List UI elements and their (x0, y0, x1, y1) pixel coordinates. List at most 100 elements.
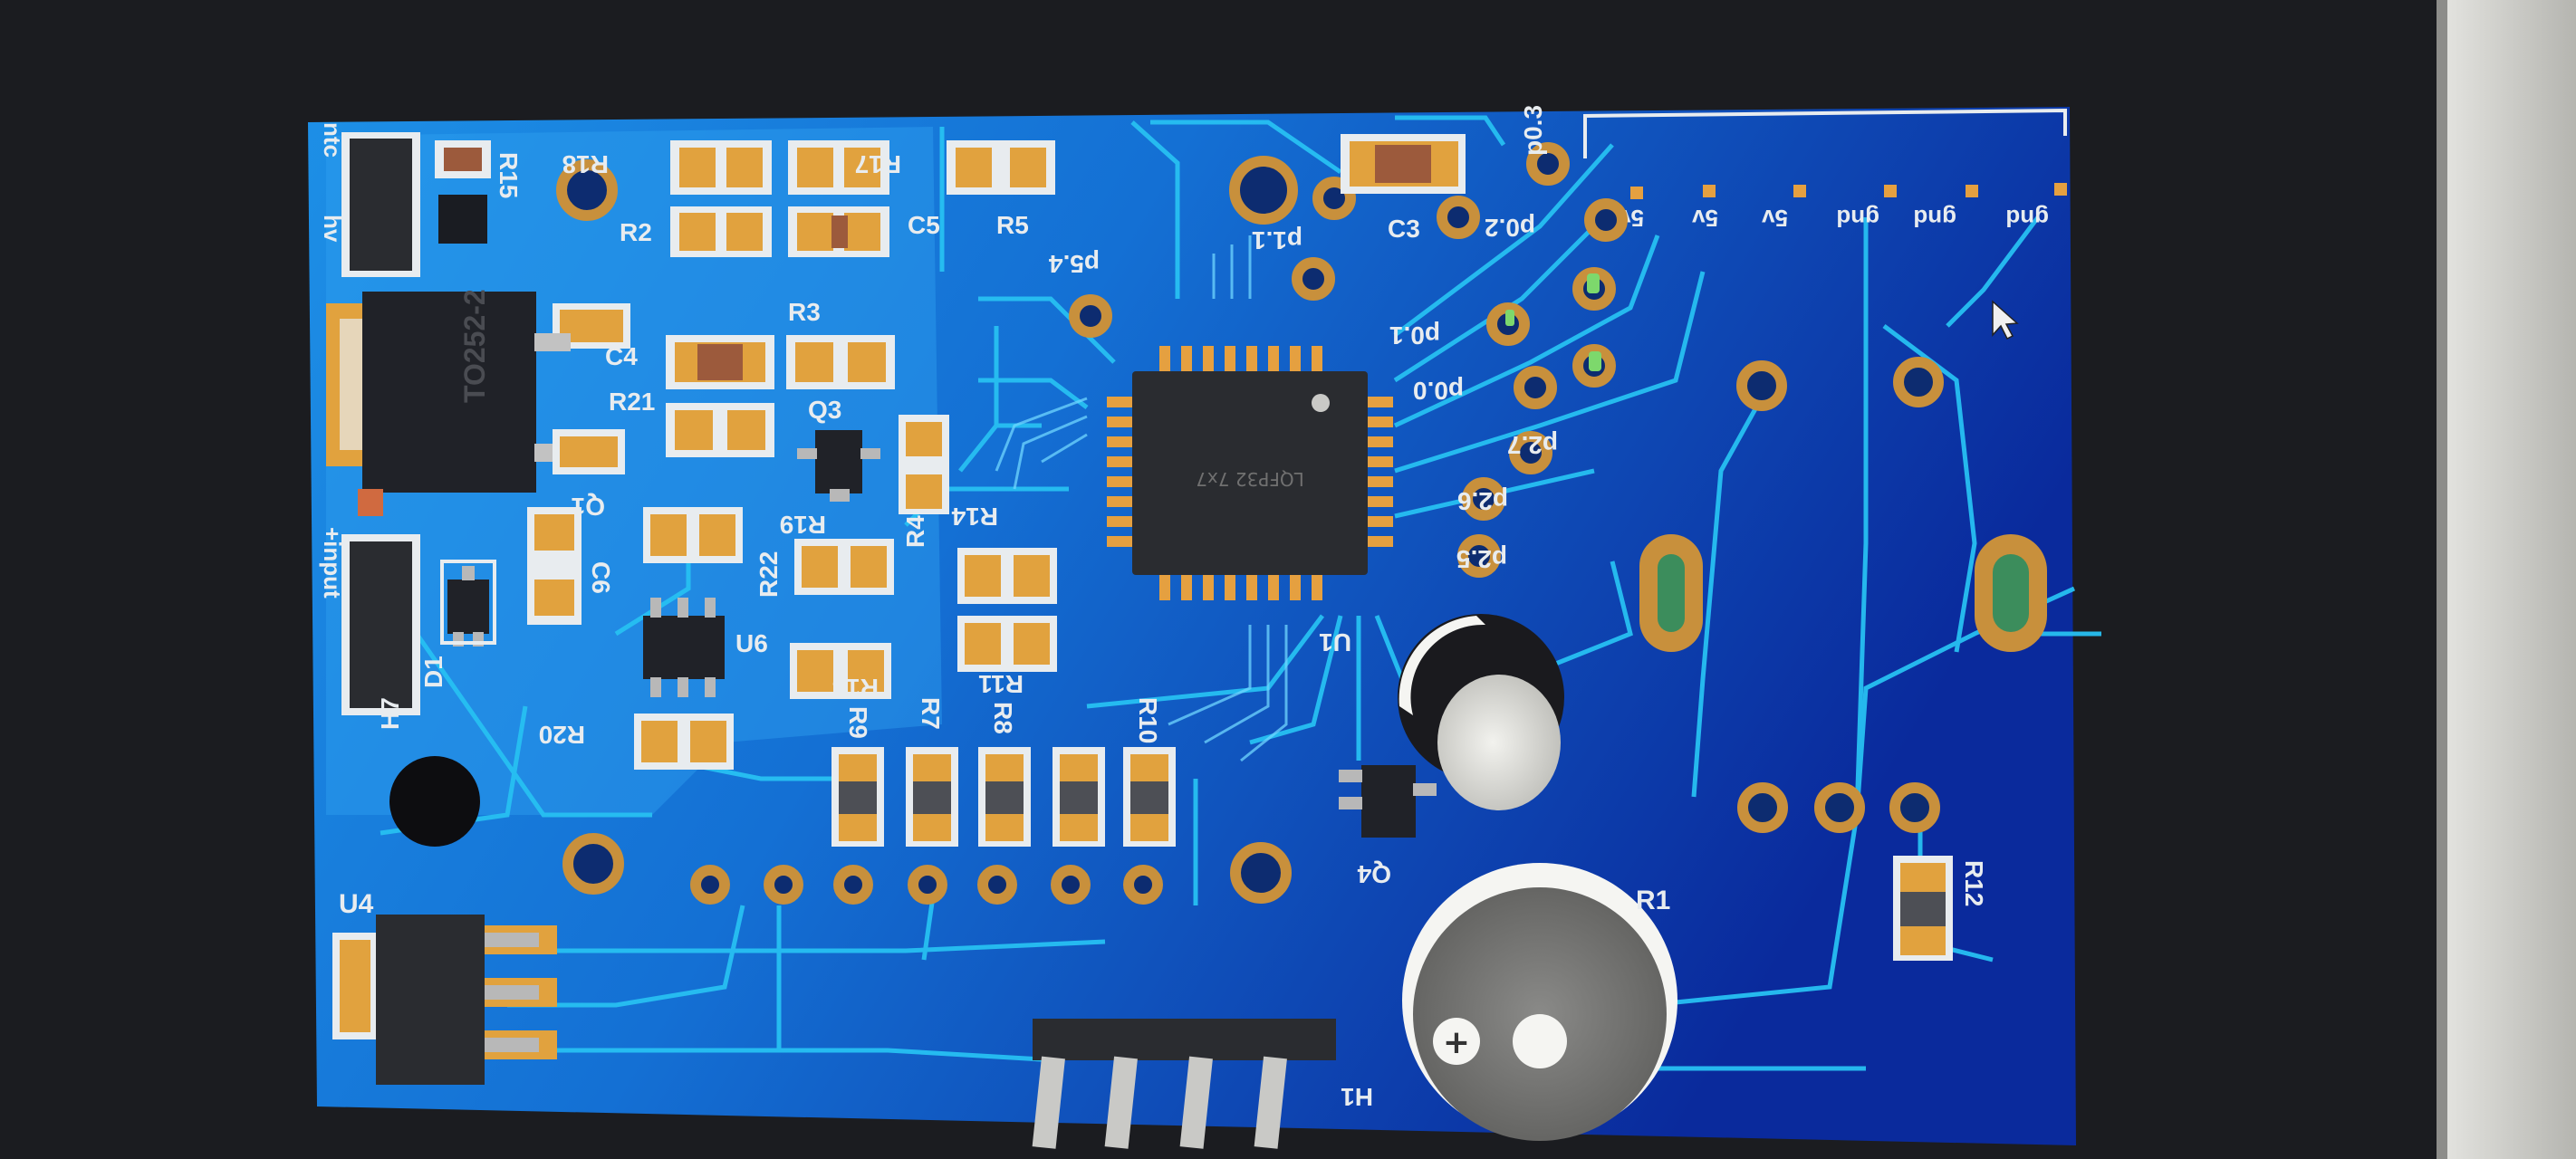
left-connectors (341, 132, 420, 715)
label-hv: hv (319, 215, 346, 243)
label-R8: R8 (989, 702, 1017, 734)
label-U1: U1 (1319, 628, 1351, 656)
chip-pin (1225, 575, 1235, 600)
label-R22: R22 (755, 551, 783, 598)
header-label-gnd-2: gnd (1913, 205, 1956, 232)
pin-p0.0: p0.0 (1413, 377, 1464, 405)
label-C5: C5 (908, 211, 940, 239)
slotted-pads (1639, 534, 2047, 652)
label-Q4: Q4 (1357, 860, 1391, 888)
silkscreen-labels: R15 R18 R17 R2 C5 R5 R3 C4 R21 Q3 Q1 R19… (339, 150, 1988, 1111)
label-Q1: Q1 (572, 493, 605, 521)
label-C6: C6 (587, 561, 615, 594)
label-R12: R12 (1960, 860, 1988, 906)
chip-pin (1368, 417, 1393, 427)
pin-p1.1: p1.1 (1252, 226, 1302, 254)
label-ntc: ntc (319, 122, 346, 158)
chip-pin (1368, 436, 1393, 447)
label-U4: U4 (339, 889, 374, 919)
label-R4: R4 (901, 515, 929, 548)
label-R11: R11 (978, 670, 1024, 698)
pin-p2.7: p2.7 (1507, 431, 1558, 459)
label-R18: R18 (562, 150, 609, 178)
chip-pin (1107, 496, 1132, 507)
chip-pin (1159, 346, 1170, 371)
mouse-cursor-icon (1992, 300, 2019, 340)
label-R7: R7 (917, 697, 945, 730)
chip-pin (1107, 516, 1132, 527)
pin-p0.3: p0.3 (1519, 105, 1547, 156)
pin-p0.2: p0.2 (1485, 214, 1535, 242)
label-R14: R14 (951, 503, 998, 531)
pin-p0.1: p0.1 (1389, 321, 1440, 350)
label-R17: R17 (855, 150, 901, 178)
chip-pin (1246, 346, 1257, 371)
header-pin-pads (1630, 183, 2067, 199)
label-R13: R13 (832, 674, 879, 702)
u4-package (332, 915, 557, 1085)
label-R20: R20 (539, 721, 585, 749)
u1-capacitor (1398, 614, 1564, 810)
pin-p5.4: p5.4 (1049, 250, 1100, 278)
header-label-5v-3: 5v (1762, 205, 1788, 232)
label-TO252: TO252-2 (458, 289, 491, 403)
label-input: +input (319, 527, 346, 599)
label-R3: R3 (788, 298, 821, 326)
label-R21: R21 (609, 388, 655, 416)
chip-pin (1107, 476, 1132, 487)
label-R15: R15 (495, 152, 523, 198)
label-R5: R5 (996, 211, 1029, 239)
mounting-hole (389, 756, 480, 847)
chip-pin (1107, 456, 1132, 467)
trace-fan (995, 235, 1288, 762)
chip-pin (1368, 456, 1393, 467)
sot-packages (447, 430, 1437, 838)
through-hole-pads (556, 142, 1944, 905)
chip-pin (1368, 496, 1393, 507)
copper-traces (344, 115, 2101, 1071)
label-R19: R19 (780, 511, 826, 539)
buzzer: + (1402, 863, 1677, 1141)
header-label-gnd-3: gnd (2005, 205, 2049, 232)
label-R10: R10 (1134, 697, 1162, 743)
label-D1: D1 (419, 656, 447, 688)
label-C4: C4 (605, 342, 638, 370)
label-R2: R2 (620, 218, 652, 246)
smd-resistors (435, 134, 1953, 961)
chip-pin (1203, 346, 1214, 371)
pin-p2.5: p2.5 (1456, 545, 1507, 573)
label-R9: R9 (844, 706, 872, 739)
h1-pin-header (1032, 1019, 1336, 1149)
header-label-5v-2: 5v (1692, 205, 1718, 232)
chip-pin (1203, 575, 1214, 600)
chip-pin (1312, 346, 1322, 371)
monitor-bezel-inner (2437, 0, 2447, 1159)
chip-pin (1181, 575, 1192, 600)
chip-pin (1368, 476, 1393, 487)
pin-labels: p0.3 p0.2 p1.1 p5.4 p0.1 p0.0 p2.7 p2.6 … (1049, 105, 1558, 573)
chip-pin (1290, 346, 1301, 371)
svg-text:+: + (1443, 1024, 1470, 1061)
chip-pin (1246, 575, 1257, 600)
header-label-gnd-1: gnd (1836, 205, 1879, 232)
label-R1: R1 (1636, 886, 1670, 915)
chip-pin (1181, 346, 1192, 371)
to252-package (326, 292, 625, 516)
label-U6: U6 (735, 629, 768, 657)
chip-pin (1107, 397, 1132, 407)
label-H1: H1 (1341, 1083, 1373, 1111)
chip-pin (1159, 575, 1170, 600)
chip-pin (1312, 575, 1322, 600)
chip-pin (1290, 575, 1301, 600)
chip-pin (1107, 436, 1132, 447)
chip-marking: LQFP32 7x7 (1196, 468, 1304, 490)
chip-pin (1368, 397, 1393, 407)
chip-pin (1107, 417, 1132, 427)
chip-pin (1368, 516, 1393, 527)
header-outline (1583, 108, 2067, 158)
monitor-bezel (2437, 0, 2576, 1159)
pad-highlights (1505, 273, 1601, 371)
chip-pin (1268, 575, 1279, 600)
chip-pin (1268, 346, 1279, 371)
